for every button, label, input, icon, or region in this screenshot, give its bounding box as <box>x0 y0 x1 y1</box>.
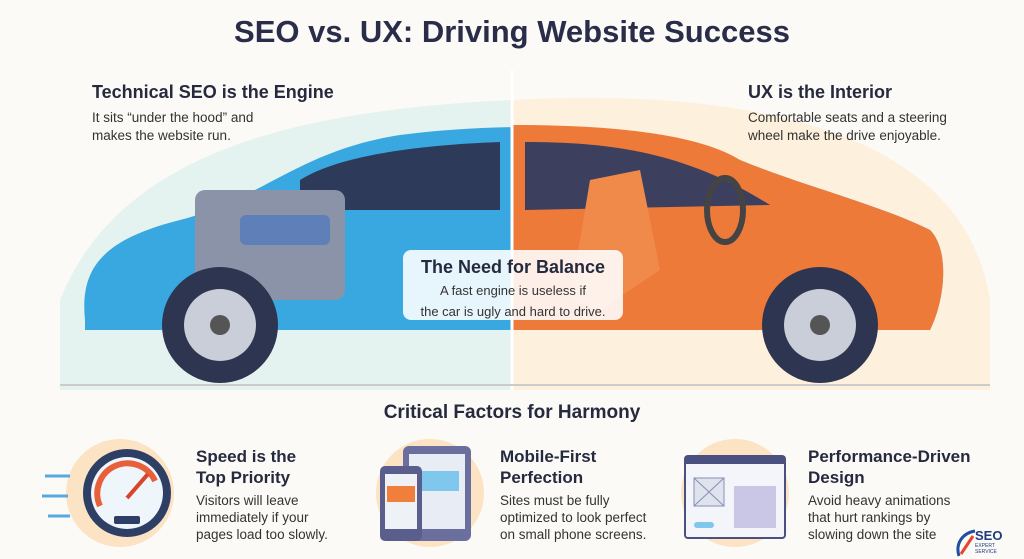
seo-text-1: It sits “under the hood” and <box>92 110 254 125</box>
factor-performance: Performance-Driven Design Avoid heavy an… <box>808 446 971 543</box>
ux-text-1: Comfortable seats and a steering <box>748 110 947 125</box>
factor-speed-title-2: Top Priority <box>196 468 291 487</box>
seo-text-2: makes the website run. <box>92 128 231 143</box>
factor-performance-text-1: Avoid heavy animations <box>808 493 951 508</box>
speedometer-icon <box>42 439 174 547</box>
factor-mobile-description: Sites must be fully optimized to look per… <box>500 492 646 543</box>
logo: SEO EXPERT SERVICE <box>955 528 1023 559</box>
steering-wheel-icon <box>704 175 746 245</box>
mobile-devices-icon <box>376 439 484 547</box>
ux-heading: UX is the Interior <box>748 82 893 102</box>
front-wheel <box>162 267 278 383</box>
factor-performance-text-2: that hurt rankings by <box>808 510 931 525</box>
factor-performance-title-1: Performance-Driven <box>808 447 971 466</box>
factor-mobile-text-2: optimized to look perfect <box>500 510 647 525</box>
logo-swoosh-icon <box>956 529 976 557</box>
factor-speed-text-3: pages load too slowly. <box>196 527 328 542</box>
seo-section: Technical SEO is the Engine It sits “und… <box>92 82 334 145</box>
factor-performance-description: Avoid heavy animations that hurt rankings… <box>808 492 971 543</box>
factors-heading: Critical Factors for Harmony <box>383 402 641 423</box>
ux-text-2: wheel make the drive enjoyable. <box>748 128 941 143</box>
factor-speed-text-2: immediately if your <box>196 510 309 525</box>
factor-mobile-title-1: Mobile-First <box>500 447 597 466</box>
factor-speed-text-1: Visitors will leave <box>196 493 299 508</box>
factor-mobile: Mobile-First Perfection Sites must be fu… <box>500 446 646 543</box>
rear-wheel <box>762 267 878 383</box>
factor-mobile-title-2: Perfection <box>500 468 584 487</box>
factor-mobile-text-1: Sites must be fully <box>500 493 610 508</box>
seo-heading: Technical SEO is the Engine <box>92 82 334 102</box>
window-left <box>300 142 500 210</box>
ux-section: UX is the Interior Comfortable seats and… <box>748 82 947 145</box>
balance-heading: The Need for Balance <box>420 257 606 277</box>
factor-speed-title-1: Speed is the <box>196 447 297 466</box>
browser-wireframe-icon <box>681 439 789 547</box>
factor-mobile-text-3: on small phone screens. <box>500 527 647 542</box>
balance-text-1: A fast engine is useless if <box>440 283 586 298</box>
factor-performance-title-2: Design <box>808 468 865 487</box>
factor-speed: Speed is the Top Priority Visitors will … <box>196 446 328 543</box>
logo-subtext: EXPERT SERVICE <box>975 543 997 555</box>
factor-performance-text-3: slowing down the site <box>808 527 937 542</box>
factor-speed-description: Visitors will leave immediately if your pa… <box>196 492 328 543</box>
balance-box: The Need for Balance A fast engine is us… <box>403 250 623 320</box>
page-title: SEO vs. UX: Driving Website Success <box>234 14 790 49</box>
balance-text-2: the car is ugly and hard to drive. <box>420 304 606 319</box>
logo-text: SEO <box>975 528 1003 543</box>
